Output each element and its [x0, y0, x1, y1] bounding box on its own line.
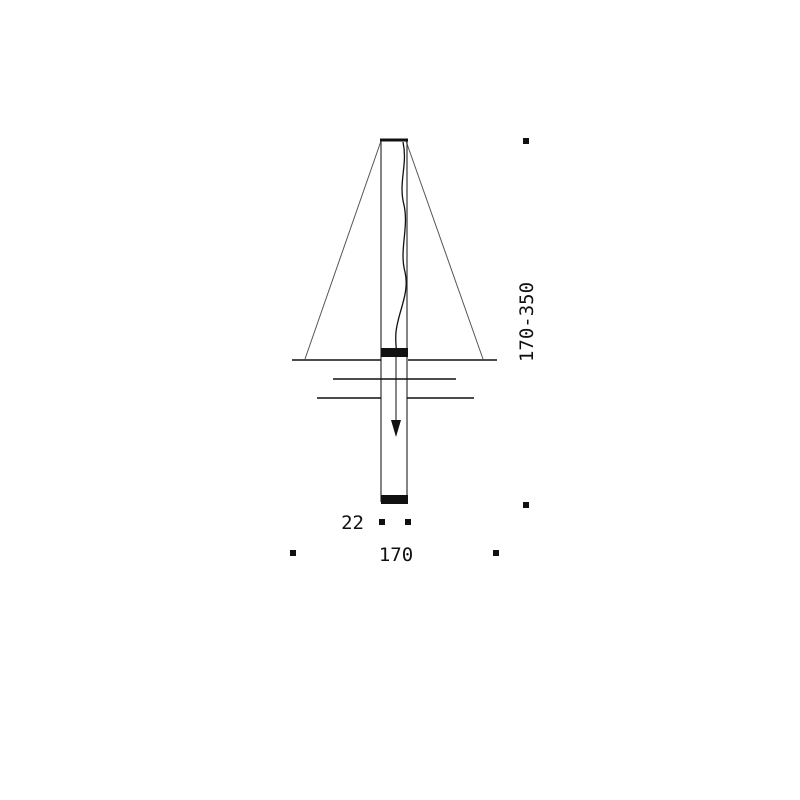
- height-marker-bottom: [523, 502, 529, 508]
- width-marker-left: [290, 550, 296, 556]
- adjustment-arrow: [391, 357, 401, 437]
- power-cord: [395, 141, 407, 353]
- lamp-discs: [292, 359, 497, 399]
- width-label: 170: [379, 544, 413, 566]
- upper-connector: [381, 348, 408, 357]
- lamp-tube: [380, 138, 408, 502]
- height-marker-top: [523, 138, 529, 144]
- arrow-down-icon: [391, 420, 401, 437]
- left-suspension-cable: [304, 140, 382, 360]
- tube-diameter-label: 22: [341, 512, 364, 534]
- height-range-label: 170-350: [516, 282, 538, 362]
- tube-marker-right: [405, 519, 411, 525]
- dimension-markers: [290, 138, 529, 556]
- width-marker-right: [493, 550, 499, 556]
- tube-marker-left: [379, 519, 385, 525]
- suspension-cables: [304, 140, 484, 360]
- right-suspension-cable: [405, 140, 484, 360]
- lower-connector: [381, 495, 408, 504]
